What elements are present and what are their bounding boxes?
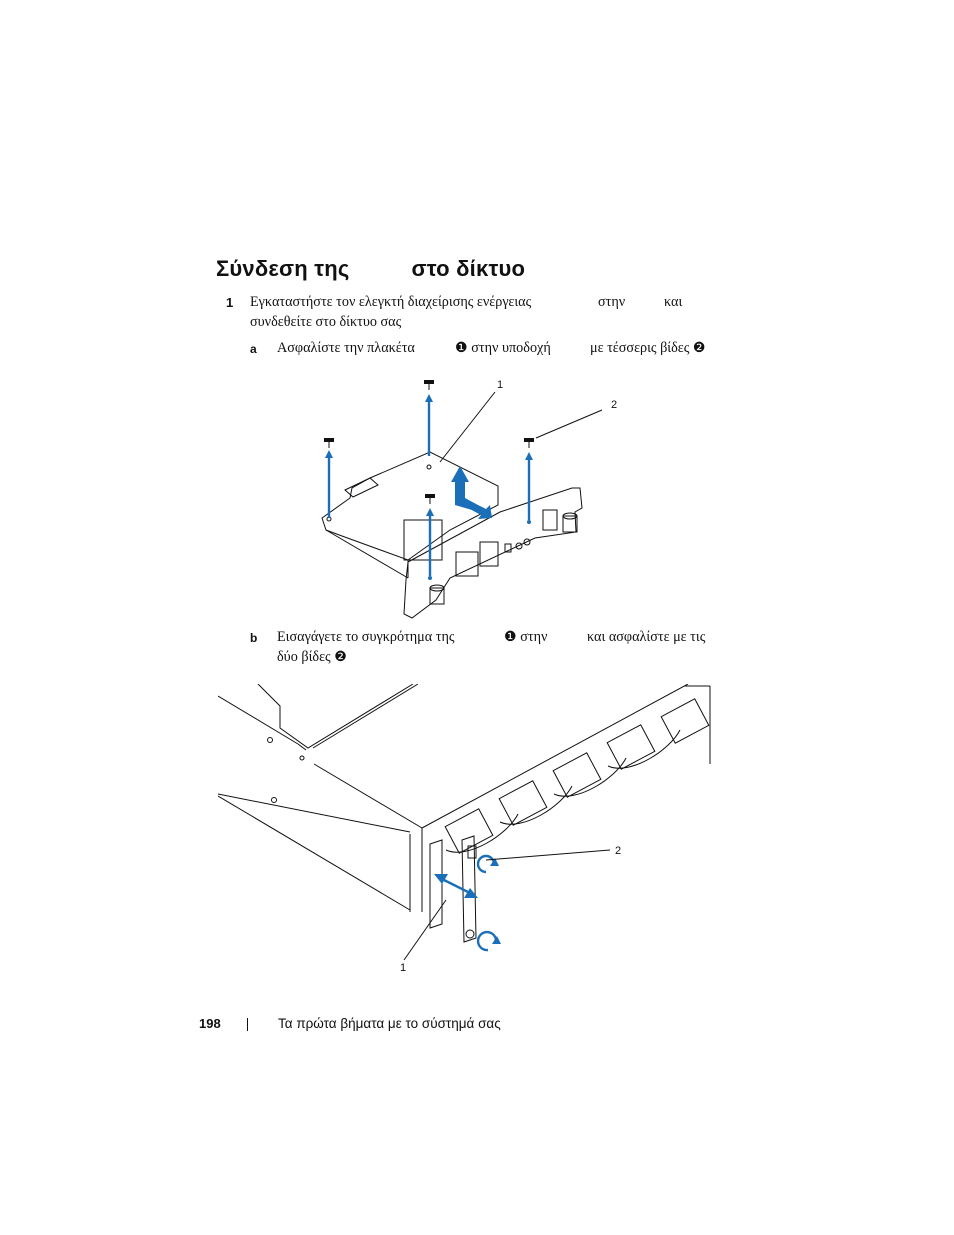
callout-2-leader <box>535 409 603 439</box>
title-part-1: Σύνδεση της <box>216 256 350 281</box>
substep-b-part1: Εισαγάγετε το συγκρότημα της <box>277 629 455 645</box>
board-tab <box>344 477 379 498</box>
step-number: 1 <box>226 295 234 310</box>
footer-divider <box>247 1018 248 1031</box>
thumbscrew-left <box>429 584 445 605</box>
substep-a-part1: Ασφαλίστε την πλακέτα <box>277 340 415 356</box>
rotate-screw-icon-lower <box>476 930 501 952</box>
page-number: 198 <box>199 1016 221 1031</box>
figure2-callout-1: 1 <box>400 962 407 974</box>
substep-b-letter: b <box>250 631 258 645</box>
chassis-top-edge <box>257 684 414 749</box>
substep-a-letter: a <box>250 342 257 356</box>
section-title: Σύνδεση της στο δίκτυο <box>216 256 525 282</box>
board-insert-arrow <box>451 466 492 519</box>
substep-b-part2: ❶ στην <box>504 629 548 645</box>
network-port <box>455 551 479 577</box>
step1-line2: συνδεθείτε στο δίκτυο σας <box>250 314 402 330</box>
step1-line1-c: και <box>664 294 683 310</box>
chassis-installation-figure <box>218 684 711 961</box>
board-installation-figure <box>321 380 603 619</box>
power-connectors <box>444 698 710 854</box>
thumbscrew-right <box>562 512 578 533</box>
step1-line1-b: στην <box>598 294 626 310</box>
chassis-side-bottom <box>218 795 411 911</box>
figure2-callout-2: 2 <box>615 845 622 857</box>
substep-a-part3: με τέσσερις βίδες ❷ <box>590 340 706 356</box>
substep-b-line2: δύο βίδες ❷ <box>277 649 347 665</box>
step1-line1-a: Εγκαταστήστε τον ελεγκτή διαχείρισης ενέ… <box>250 294 532 310</box>
figure1-callout-2: 2 <box>611 399 618 411</box>
callout-1-leader <box>403 899 447 961</box>
figure1-callout-1: 1 <box>497 379 504 391</box>
substep-b-part3: και ασφαλίστε με τις <box>587 629 706 645</box>
footer-title: Τα πρώτα βήματα με το σύστημά σας <box>278 1016 501 1031</box>
substep-a-part2: ❶ στην υποδοχή <box>455 340 551 356</box>
rotate-screw-icon-upper <box>476 854 499 874</box>
callout-2-leader <box>485 849 611 861</box>
title-part-2: στο δίκτυο <box>411 256 526 281</box>
board-outline <box>321 451 499 561</box>
callout-1-leader <box>439 391 496 463</box>
connector-block <box>403 519 443 561</box>
screw-arrows <box>325 394 533 576</box>
insert-arrow <box>434 874 478 898</box>
screw-icons <box>324 380 534 504</box>
controller-card <box>429 835 477 943</box>
board-bracket <box>403 487 583 619</box>
